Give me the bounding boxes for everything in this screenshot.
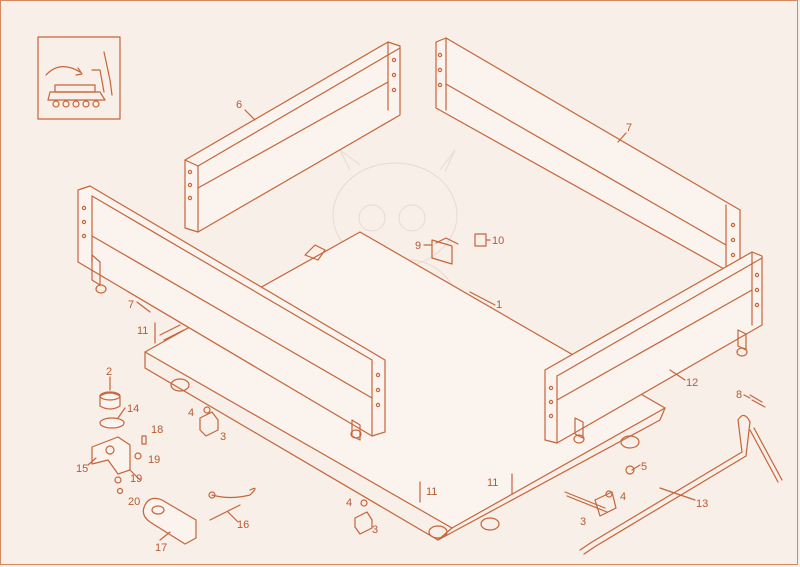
part-label-8: 8: [736, 389, 742, 401]
part-label-18: 18: [151, 424, 163, 436]
lanyard-pin: [208, 487, 256, 521]
part-label-3: 3: [580, 516, 586, 528]
part-label-4: 4: [346, 497, 352, 509]
part-label-3: 3: [220, 431, 226, 443]
inset-thumbnail: [37, 36, 121, 120]
part-label-15: 15: [76, 463, 88, 475]
part-label-3: 3: [372, 524, 378, 536]
part-label-12: 12: [686, 377, 698, 389]
pivot-bracket-assembly: [91, 391, 147, 495]
part-label-14: 14: [127, 403, 139, 415]
part-label-6: 6: [236, 99, 242, 111]
part-label-2: 2: [106, 366, 112, 378]
fasteners: [154, 322, 766, 535]
side-panel-12: [544, 251, 763, 444]
part-label-19: 19: [130, 473, 142, 485]
part-label-7: 7: [128, 299, 134, 311]
part-label-10: 10: [492, 235, 504, 247]
part-label-7: 7: [626, 122, 632, 134]
part-label-16: 16: [237, 519, 249, 531]
part-label-11: 11: [426, 486, 437, 498]
part-label-17: 17: [155, 542, 167, 554]
tow-bracket: [142, 497, 197, 545]
part-label-4: 4: [620, 491, 626, 503]
part-label-19: 19: [148, 454, 160, 466]
latch-hardware: [431, 233, 487, 265]
part-label-9: 9: [415, 240, 421, 252]
side-panel-6: [184, 41, 401, 233]
part-labels: 1 2 3 3 3 4 4 4 5 6 7 7 8 9 10 11 11 11 …: [76, 99, 742, 554]
part-label-4: 4: [188, 407, 194, 419]
side-panel-7-front: [77, 185, 386, 441]
part-label-11: 11: [137, 325, 148, 337]
lever-rod: [579, 414, 783, 555]
side-panel-7-rear: [435, 37, 741, 276]
part-label-1: 1: [496, 299, 502, 311]
part-label-11: 11: [487, 477, 498, 489]
part-label-13: 13: [696, 498, 708, 510]
part-label-5: 5: [641, 461, 647, 473]
part-label-20: 20: [128, 496, 140, 508]
leader-lines: [87, 109, 751, 541]
tracked-vehicle-thumbnail: [45, 51, 113, 108]
